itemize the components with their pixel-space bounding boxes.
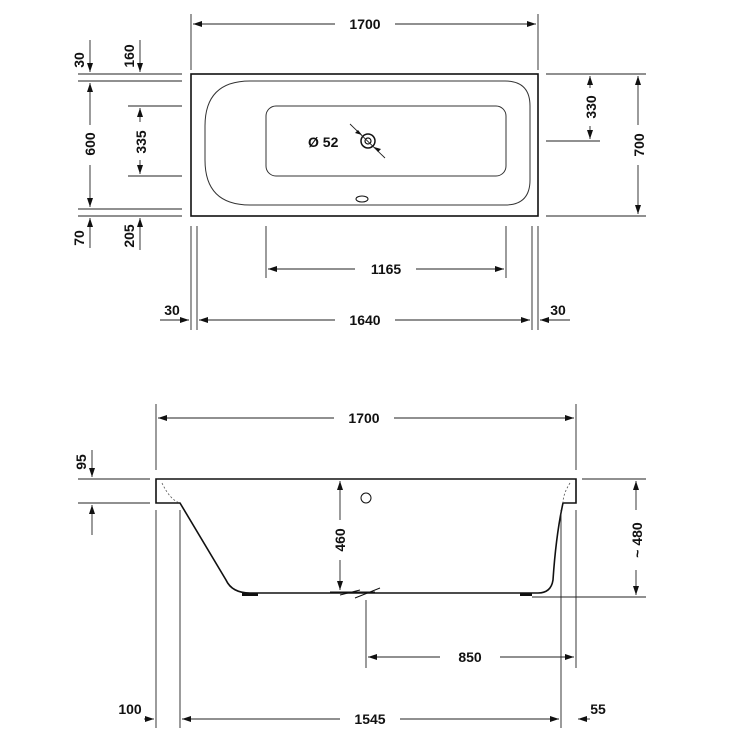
dim-rim-left: 30 — [164, 302, 180, 318]
dim-offset-bottom: 205 — [121, 224, 137, 248]
dim-inner-length: 1640 — [349, 312, 380, 328]
dim-basin-length: 1165 — [371, 261, 402, 277]
foot-right — [520, 593, 532, 596]
dim-offset-right: 55 — [590, 701, 606, 717]
tub-outline-top — [190, 73, 539, 217]
dim-rim-top: 30 — [71, 52, 87, 68]
dim-drain-position: 850 — [458, 649, 482, 665]
tub-floor-top — [265, 105, 507, 177]
dim-rim-bottom: 70 — [71, 230, 87, 246]
side-view: 1700 95 460 ~ 480 850 100 1545 55 — [73, 404, 646, 728]
dim-total-height: ~ 480 — [629, 522, 645, 558]
drain-diameter-line — [349, 123, 386, 159]
dim-side-overall-length: 1700 — [348, 410, 379, 426]
drain-circle — [360, 133, 376, 149]
tub-basin-top — [204, 80, 531, 206]
dim-depth: 460 — [332, 528, 348, 552]
drain-arrow-a — [355, 130, 362, 135]
dim-drain-offset: 330 — [583, 95, 599, 119]
dim-overall-length-top: 1700 — [349, 16, 380, 32]
dim-overall-width: 700 — [631, 133, 647, 157]
dim-inner-height: 335 — [133, 130, 149, 154]
dim-rim-right: 30 — [550, 302, 566, 318]
dim-offset-left: 100 — [118, 701, 142, 717]
dim-offset-top: 160 — [121, 44, 137, 68]
drain-side — [330, 587, 381, 599]
tub-outline-side — [155, 478, 577, 594]
tub-inner-side — [161, 482, 571, 504]
drain-center — [364, 137, 372, 145]
foot-left — [242, 593, 258, 596]
overflow-top — [355, 195, 369, 203]
dim-drain-diameter: Ø 52 — [308, 134, 339, 150]
drain-arrow-b — [374, 147, 381, 152]
top-view: 1700 30 600 70 160 335 205 330 700 — [71, 14, 647, 330]
dim-inner-width: 600 — [82, 132, 98, 156]
dim-bottom-length: 1545 — [354, 711, 385, 727]
dim-rim-height: 95 — [73, 454, 89, 470]
overflow-side — [360, 492, 372, 504]
